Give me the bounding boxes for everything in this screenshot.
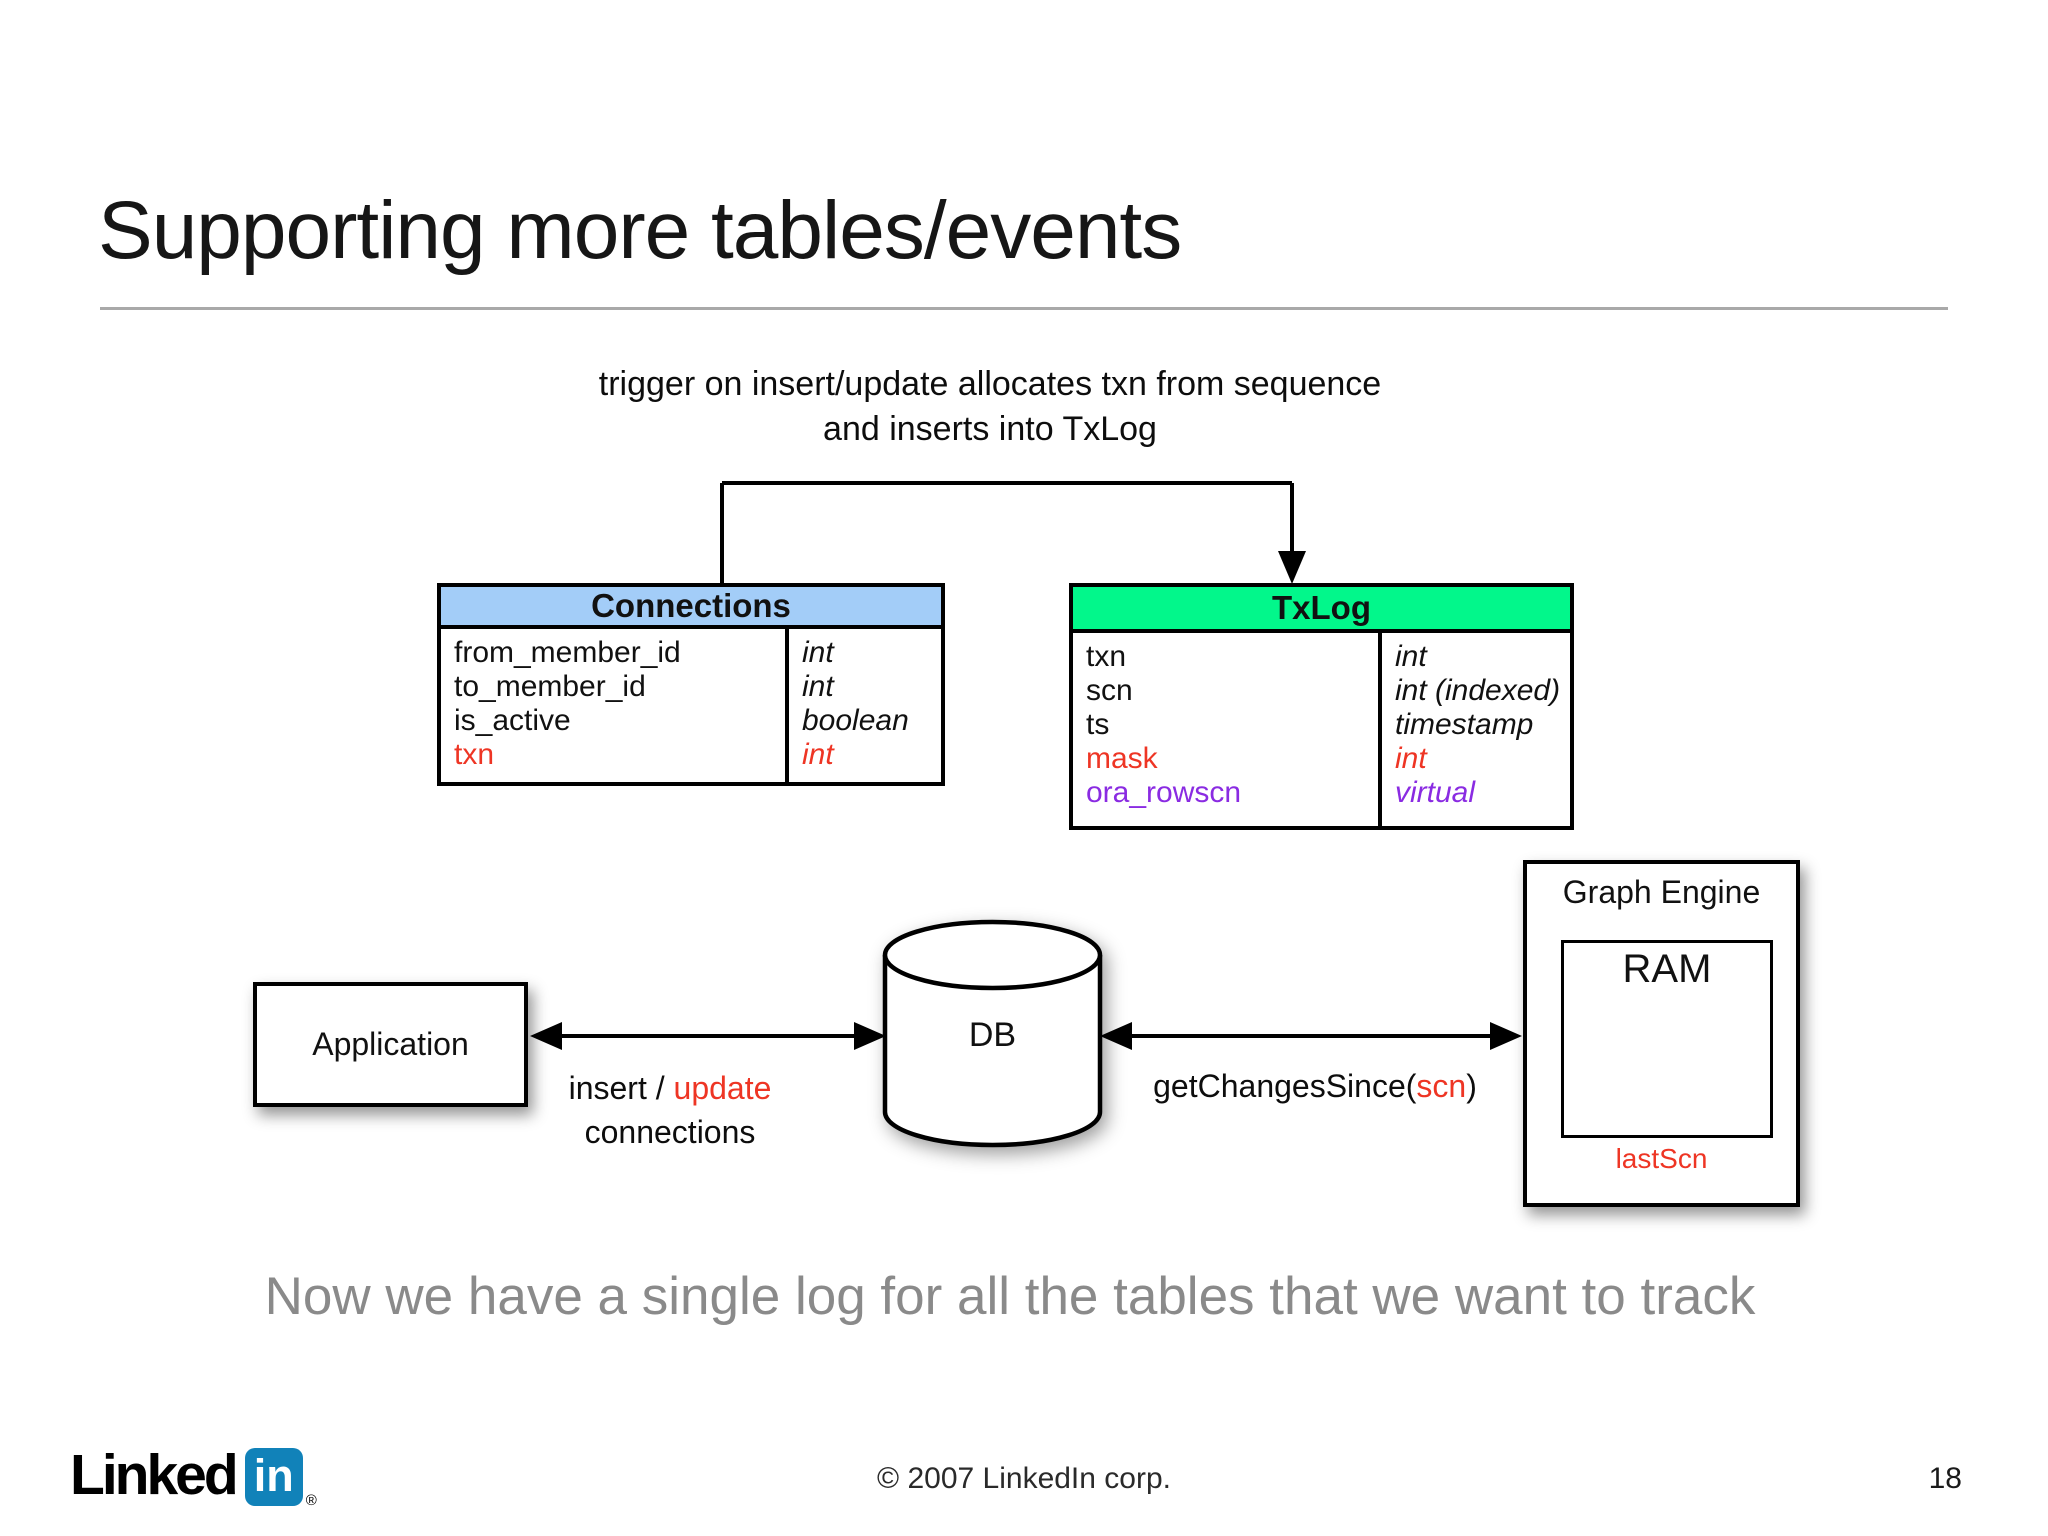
field-type: int [802, 670, 834, 703]
connections-table-header: Connections [441, 587, 941, 629]
field-type: boolean [802, 704, 909, 737]
ram-label: RAM [1622, 947, 1712, 991]
trigger-annotation: trigger on insert/update allocates txn f… [424, 362, 1556, 452]
page-number: 18 [1928, 1462, 1962, 1495]
getchanges-prefix: getChangesSince( [1153, 1068, 1417, 1104]
field-type: virtual [1395, 776, 1476, 809]
insert-update-line2: connections [584, 1114, 756, 1150]
field-name: ora_rowscn [1086, 776, 1242, 809]
insert-text: insert / [568, 1070, 674, 1106]
linkedin-logo: Linked in ® [70, 1444, 317, 1509]
graph-engine-label: Graph Engine [1562, 874, 1761, 910]
connections-field-types: int int boolean int [785, 629, 941, 782]
application-box: Application [253, 982, 528, 1107]
arrowhead-into-db-left [854, 1022, 886, 1050]
db-label: DB [968, 1016, 1017, 1054]
field-type: int [1395, 742, 1427, 775]
field-type: timestamp [1395, 708, 1534, 741]
txlog-field-types: int int (indexed) timestamp int virtual [1378, 633, 1570, 826]
field-name: is_active [454, 704, 571, 737]
arrowhead-into-application [530, 1022, 562, 1050]
getchanges-suffix: ) [1466, 1068, 1477, 1104]
title-divider [100, 307, 1948, 310]
graph-engine-box: Graph Engine RAM lastScn [1523, 860, 1800, 1207]
trigger-annotation-line1: trigger on insert/update allocates txn f… [598, 365, 1382, 403]
takeaway-message: Now we have a single log for all the tab… [264, 1267, 1756, 1326]
field-name: scn [1086, 674, 1133, 707]
arrowhead-into-graph-engine [1490, 1022, 1522, 1050]
field-name: ts [1086, 708, 1110, 741]
insert-update-edge-label: insert / update connections [480, 1066, 860, 1154]
get-changes-edge-label: getChangesSince(scn) [1110, 1068, 1520, 1105]
trigger-annotation-line2: and inserts into TxLog [823, 410, 1157, 448]
application-label: Application [312, 1026, 469, 1062]
connections-table: Connections from_member_id to_member_id … [437, 583, 945, 786]
arrowhead-into-db-right [1100, 1022, 1132, 1050]
update-text: update [673, 1070, 772, 1106]
linkedin-logo-in-badge: in [244, 1448, 303, 1506]
field-type: int [802, 738, 834, 771]
connections-field-names: from_member_id to_member_id is_active tx… [441, 629, 785, 782]
field-type: int (indexed) [1395, 674, 1561, 707]
field-name: mask [1086, 742, 1158, 775]
trigger-connector-lines [720, 481, 1294, 583]
linkedin-logo-wordmark: Linked [70, 1443, 239, 1507]
field-type: int [802, 636, 834, 669]
arrowhead-into-txlog [1278, 551, 1306, 584]
last-scn-label: lastScn [1615, 1143, 1708, 1174]
txlog-table: TxLog txn scn ts mask ora_rowscn int int… [1069, 583, 1574, 830]
ram-box: RAM [1561, 940, 1773, 1138]
field-type: int [1395, 640, 1427, 673]
page-title: Supporting more tables/events [98, 185, 1182, 276]
field-name: to_member_id [454, 670, 646, 703]
field-name: txn [454, 738, 495, 771]
registered-trademark-symbol: ® [305, 1492, 317, 1509]
field-name: txn [1086, 640, 1127, 673]
insert-update-line1: insert / update [480, 1066, 860, 1110]
txlog-table-header: TxLog [1073, 587, 1570, 633]
txlog-field-names: txn scn ts mask ora_rowscn [1073, 633, 1378, 826]
footer-copyright: © 2007 LinkedIn corp. [877, 1462, 1171, 1495]
field-name: from_member_id [454, 636, 681, 669]
getchanges-scn: scn [1416, 1068, 1467, 1104]
